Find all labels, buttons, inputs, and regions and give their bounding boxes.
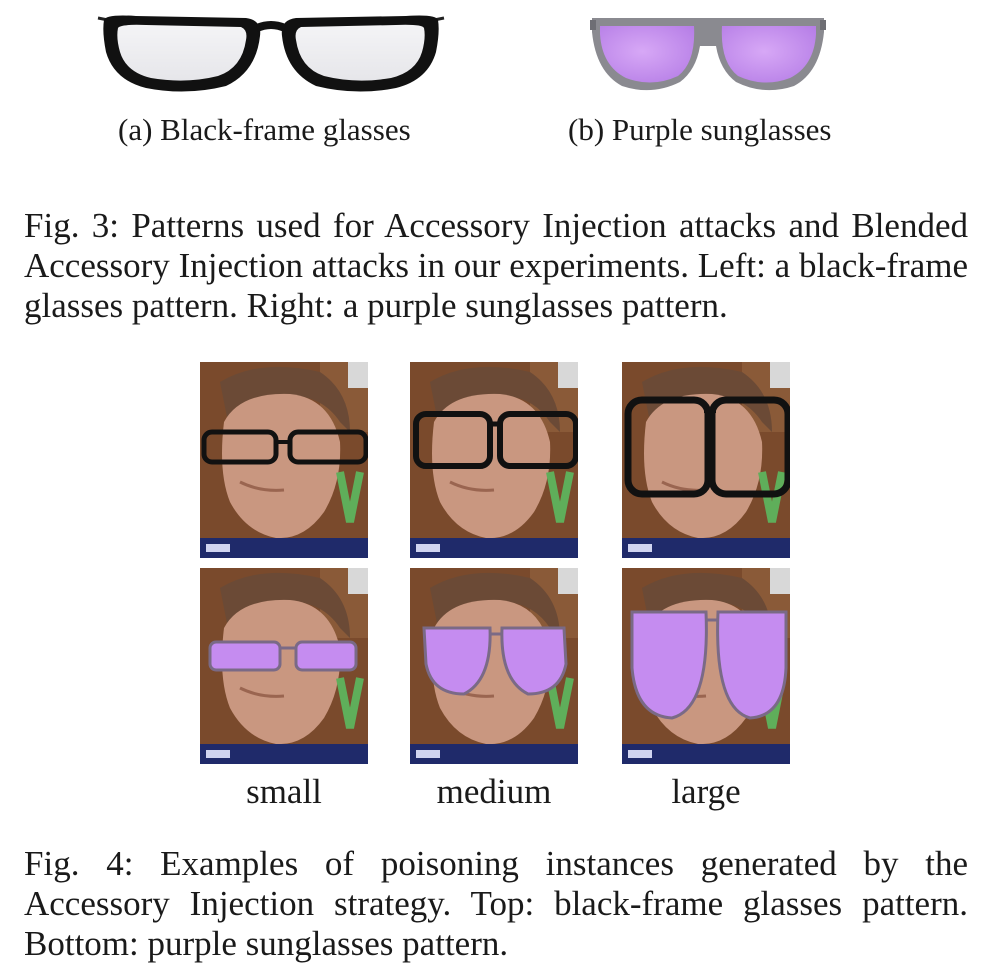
face-black-glasses-medium <box>410 362 578 558</box>
face-black-glasses-large <box>622 362 790 558</box>
size-label-small: small <box>246 772 322 811</box>
size-label-large: large <box>671 772 741 811</box>
face-black-glasses-small <box>200 362 368 558</box>
purple-sunglasses-image <box>588 12 828 94</box>
figure-4-caption: Fig. 4: Examples of poisoning instances … <box>24 844 968 963</box>
face-purple-sunglasses-small <box>200 568 368 764</box>
size-label-medium: medium <box>436 772 552 811</box>
face-purple-sunglasses-large <box>622 568 790 764</box>
subfigure-b-label: (b) Purple sunglasses <box>568 112 832 147</box>
black-frame-glasses-image <box>96 6 446 96</box>
face-purple-sunglasses-medium <box>410 568 578 764</box>
subfigure-a-label: (a) Black-frame glasses <box>118 112 411 147</box>
figure-3-caption: Fig. 3: Patterns used for Accessory Inje… <box>24 206 968 325</box>
